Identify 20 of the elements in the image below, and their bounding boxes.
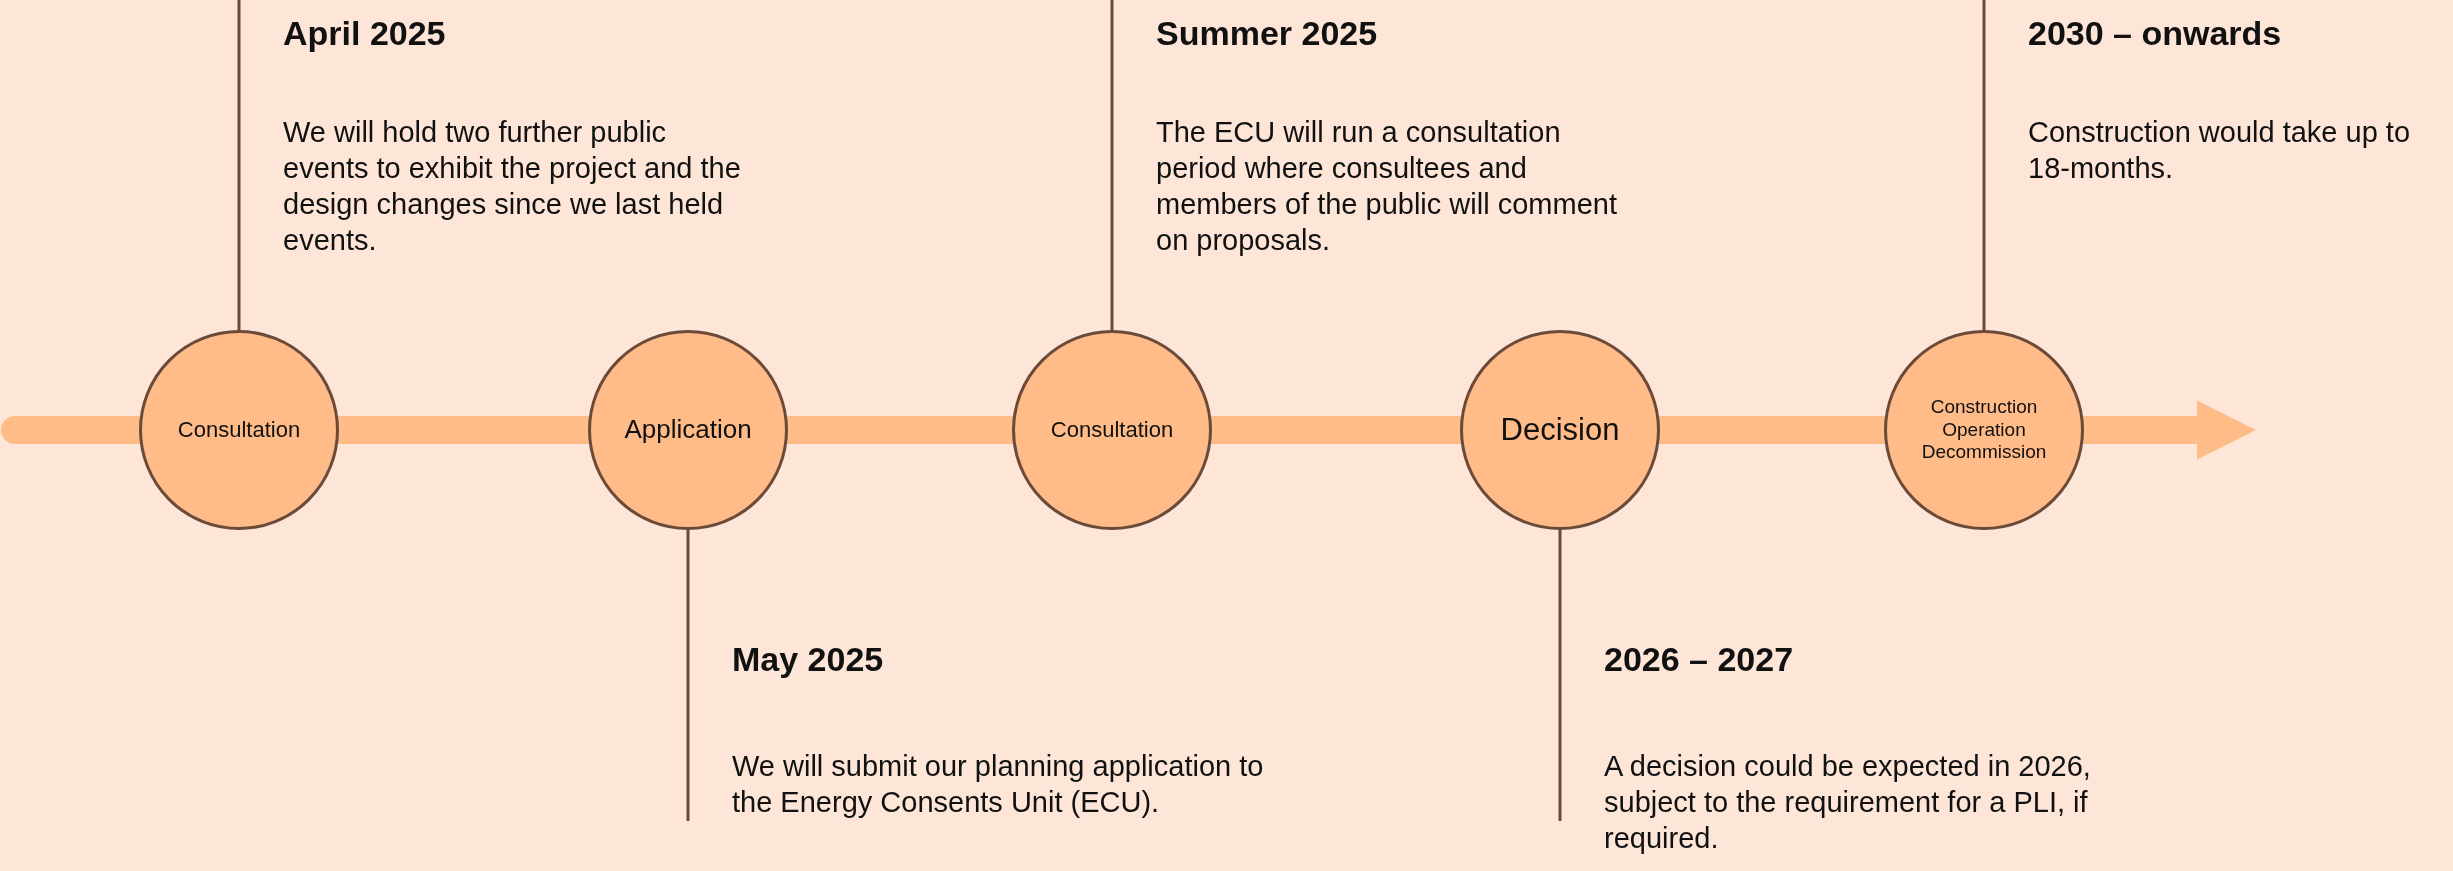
milestone-circle: Decision: [1460, 330, 1660, 530]
milestone-description: We will hold two further public events to exhibit the project and the design changes since we last held events.: [283, 115, 742, 258]
leader-line: [1110, 0, 1114, 330]
milestone-circle: Construction Operation Decommission: [1884, 330, 2084, 530]
milestone-circle: Consultation: [139, 330, 339, 530]
leader-line: [1982, 0, 1986, 330]
milestone-date: April 2025: [283, 13, 447, 54]
milestone-description: Construction would take up to 18-months.: [2028, 115, 2412, 186]
milestone-date: 2026 – 2027: [1604, 639, 1795, 680]
leader-line: [686, 530, 690, 821]
milestone-circle: Consultation: [1012, 330, 1212, 530]
milestone-date: 2030 – onwards: [2028, 13, 2283, 54]
milestone-description: We will submit our planning application to the Energy Consents Unit (ECU).: [732, 749, 1265, 820]
milestone-date: May 2025: [732, 639, 885, 680]
leader-line: [237, 0, 241, 330]
milestone-description: A decision could be expected in 2026, subject to the requirement for a PLI, if required.: [1604, 749, 2092, 856]
milestone-description: The ECU will run a consultation period where consultees and members of the public will comment on proposals.: [1156, 115, 1618, 258]
leader-line: [1558, 530, 1562, 821]
milestone-date: Summer 2025: [1156, 13, 1379, 54]
milestone-circle: Application: [588, 330, 788, 530]
